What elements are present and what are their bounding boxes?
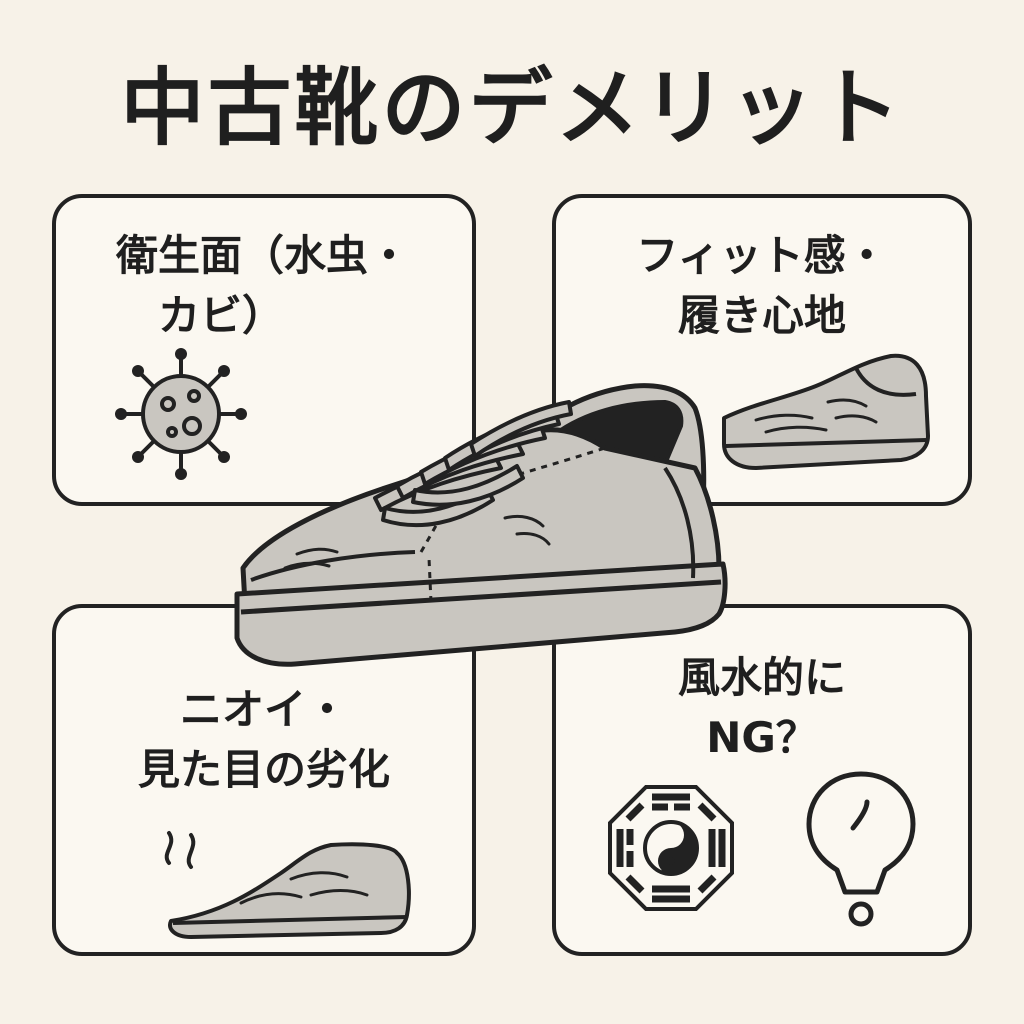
- card-fit-line1: フィット感・: [636, 231, 888, 280]
- card-fit-line2: 履き心地: [677, 291, 846, 340]
- card-smell-line2: 見た目の劣化: [137, 745, 390, 794]
- page-title: 中古靴のデメリット: [120, 59, 904, 157]
- card-fengshui-label: 風水的に NG？: [556, 648, 968, 768]
- lightbulb-icon: [806, 771, 916, 927]
- slip-on-shoe-icon: [722, 353, 930, 470]
- smelly-shoe-icon: [164, 831, 411, 939]
- card-hygiene-label: 衛生面（水虫・ カビ）: [116, 226, 410, 346]
- card-hygiene-line2: カビ）: [158, 291, 285, 340]
- bagua-icon: [608, 785, 734, 911]
- card-fengshui: 風水的に NG？: [552, 604, 972, 956]
- card-hygiene: 衛生面（水虫・ カビ）: [52, 194, 476, 506]
- card-fit-label: フィット感・ 履き心地: [556, 226, 968, 346]
- card-hygiene-line1: 衛生面（水虫・: [116, 231, 411, 280]
- card-fengshui-line2: NG？: [706, 713, 818, 762]
- sneaker-icon: [234, 383, 728, 667]
- card-fengshui-line1: 風水的に: [677, 653, 846, 702]
- card-smell-line1: ニオイ・: [179, 685, 348, 734]
- card-smell-label: ニオイ・ 見た目の劣化: [56, 680, 472, 800]
- virus-icon: [115, 348, 247, 480]
